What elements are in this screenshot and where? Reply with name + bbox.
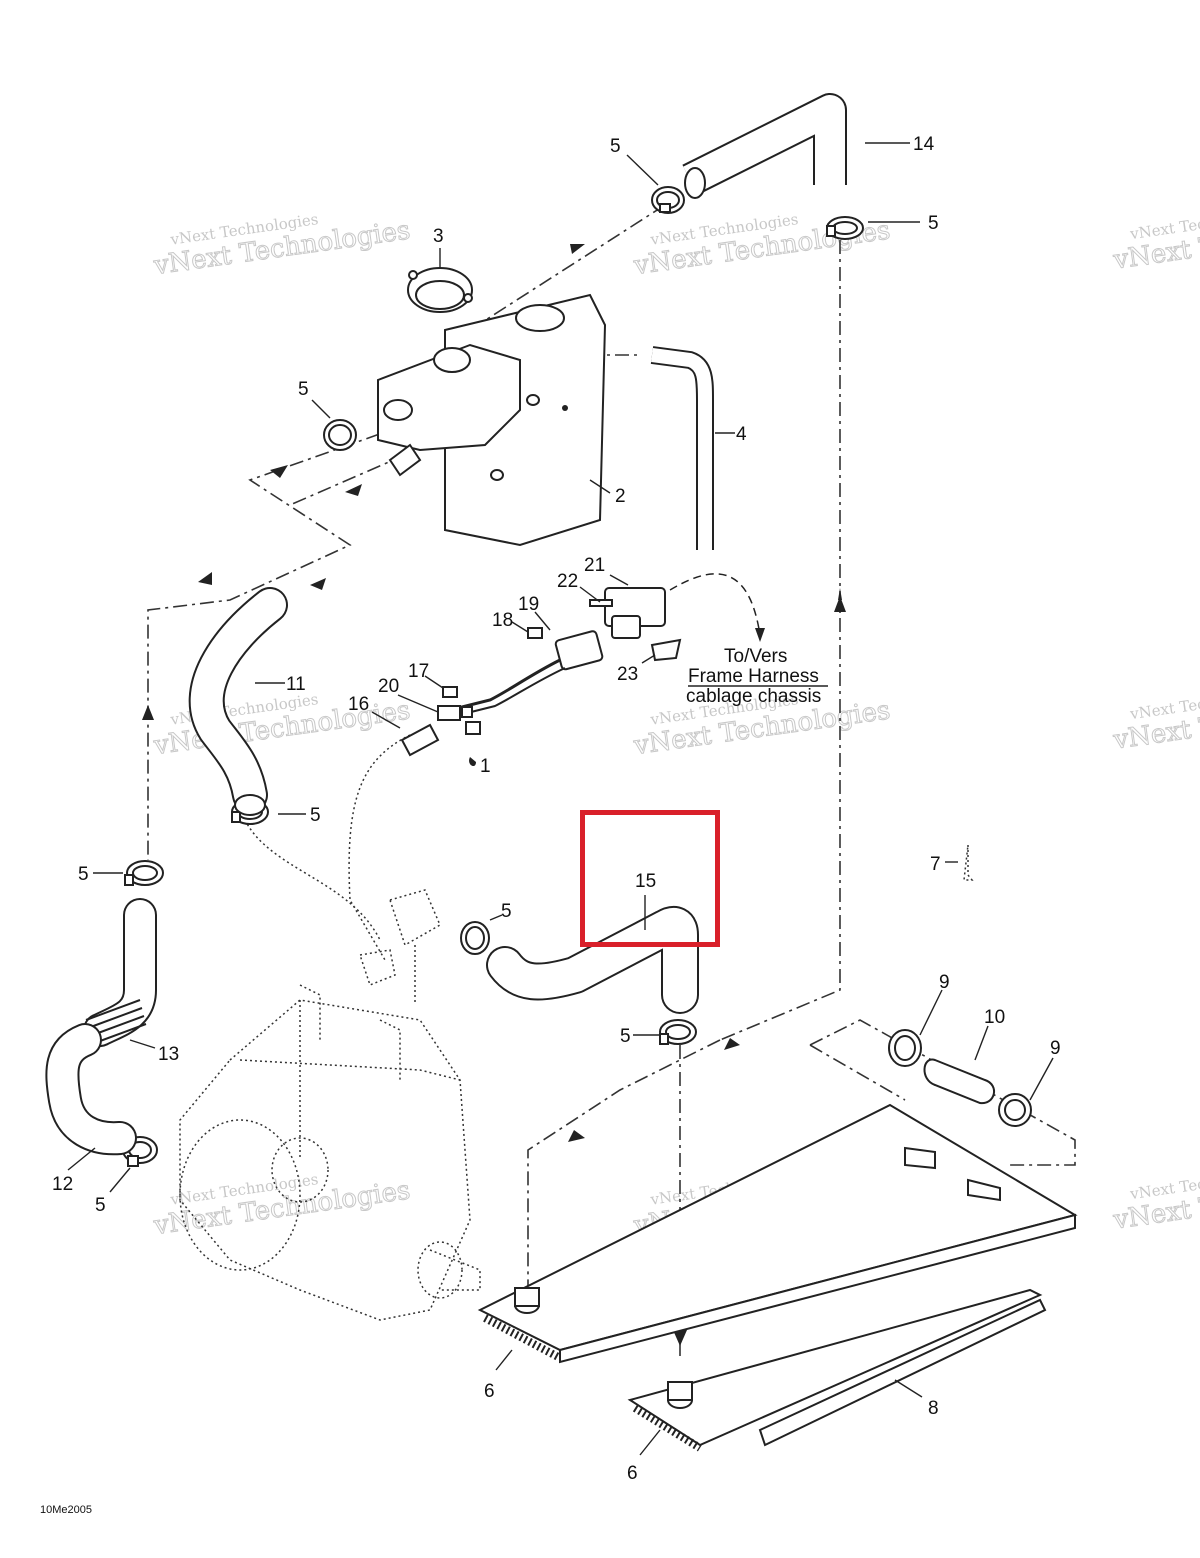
flow-arrows [142, 244, 846, 1346]
part-12-hose [45, 1023, 137, 1156]
arrow-icon [838, 588, 842, 600]
callout-19: 19 [518, 594, 539, 615]
part-14-hose [682, 93, 847, 199]
arrow-icon [834, 596, 846, 612]
callout-10: 10 [984, 1007, 1005, 1028]
watermark-group: vNext Technologies vNext Technologies [151, 210, 413, 282]
callout-5: 5 [95, 1195, 106, 1216]
watermark-group: vNext Technologies vNext Technologies [151, 690, 413, 762]
watermark-group: vNext Technologies vNext Technologies [151, 1170, 413, 1242]
engine-outline [179, 984, 481, 1321]
arrow-icon [198, 572, 212, 585]
arrow-icon [570, 244, 585, 254]
callout-14: 14 [913, 134, 935, 155]
callout-9: 9 [1050, 1038, 1061, 1059]
thermostat-housing [359, 889, 441, 986]
leader-lines [67, 142, 1054, 1456]
callout-15: 15 [635, 871, 656, 892]
callout-1: 1 [480, 756, 491, 777]
part-4-vent-hose [650, 346, 714, 550]
harness-label-line-3: cablage chassis [686, 686, 821, 707]
corrugated-section [85, 999, 147, 1045]
callout-21: 21 [584, 555, 605, 576]
callout-13: 13 [158, 1044, 179, 1065]
part-8-strip [758, 1298, 1047, 1447]
callout-6: 6 [627, 1463, 638, 1484]
part-6-heat-exchanger-lower [627, 1288, 1043, 1452]
arrow-icon [310, 578, 326, 590]
watermark-group: vNext Technologies vNext Technologies [1110, 685, 1200, 757]
harness-label-line-1: To/Vers [724, 646, 787, 667]
callout-5: 5 [310, 805, 321, 826]
arrow-icon [568, 1130, 585, 1142]
callout-22: 22 [557, 571, 578, 592]
callout-23: 23 [617, 664, 638, 685]
watermark-group: vNext Technologies vNext Technologies [1110, 205, 1200, 277]
callout-3: 3 [433, 226, 444, 247]
callout-5: 5 [298, 379, 309, 400]
part-9-clamps [888, 1029, 1032, 1127]
callout-5: 5 [620, 1026, 631, 1047]
arrow-icon [755, 628, 765, 642]
callout-labels: 5 14 5 3 5 4 2 21 22 19 18 23 17 20 16 1… [52, 134, 1061, 1484]
callout-12: 12 [52, 1174, 73, 1195]
arrow-icon [142, 705, 154, 720]
callout-4: 4 [736, 424, 747, 445]
part-10-coupler-hose [923, 1058, 995, 1105]
callout-5: 5 [501, 901, 512, 922]
callout-20: 20 [378, 676, 399, 697]
part-2-coolant-reservoir [377, 293, 607, 547]
temperature-sensor-harness [400, 587, 682, 767]
arrow-icon [270, 465, 288, 478]
callout-7: 7 [930, 854, 941, 875]
callout-9: 9 [939, 972, 950, 993]
callout-6: 6 [484, 1381, 495, 1402]
arrow-icon [345, 484, 362, 496]
part-11-hose [188, 587, 288, 816]
callout-11: 11 [286, 674, 306, 695]
arrow-icon [673, 1330, 687, 1346]
callout-16: 16 [348, 694, 369, 715]
part-6-heat-exchanger-upper [477, 1103, 1078, 1364]
frame-harness-label: To/Vers Frame Harness cablage chassis [686, 646, 828, 707]
callout-18: 18 [492, 610, 513, 631]
callout-8: 8 [928, 1398, 939, 1419]
highlight-box [580, 810, 720, 947]
callout-5: 5 [928, 213, 939, 234]
callout-5: 5 [610, 136, 621, 157]
callout-2: 2 [615, 486, 626, 507]
part-7-fastener [963, 844, 974, 881]
callout-17: 17 [408, 661, 429, 682]
document-code: 10Me2005 [40, 1504, 92, 1516]
part-15-hose [486, 906, 699, 1014]
harness-label-line-2: Frame Harness [688, 666, 819, 687]
part-3-pressure-cap [407, 267, 473, 313]
arrow-icon [724, 1038, 740, 1050]
callout-5: 5 [78, 864, 89, 885]
hose-clamps [122, 186, 864, 1167]
part-13-hose [83, 898, 157, 1047]
watermark-group: vNext Technologies vNext Technologies [1110, 1165, 1200, 1237]
